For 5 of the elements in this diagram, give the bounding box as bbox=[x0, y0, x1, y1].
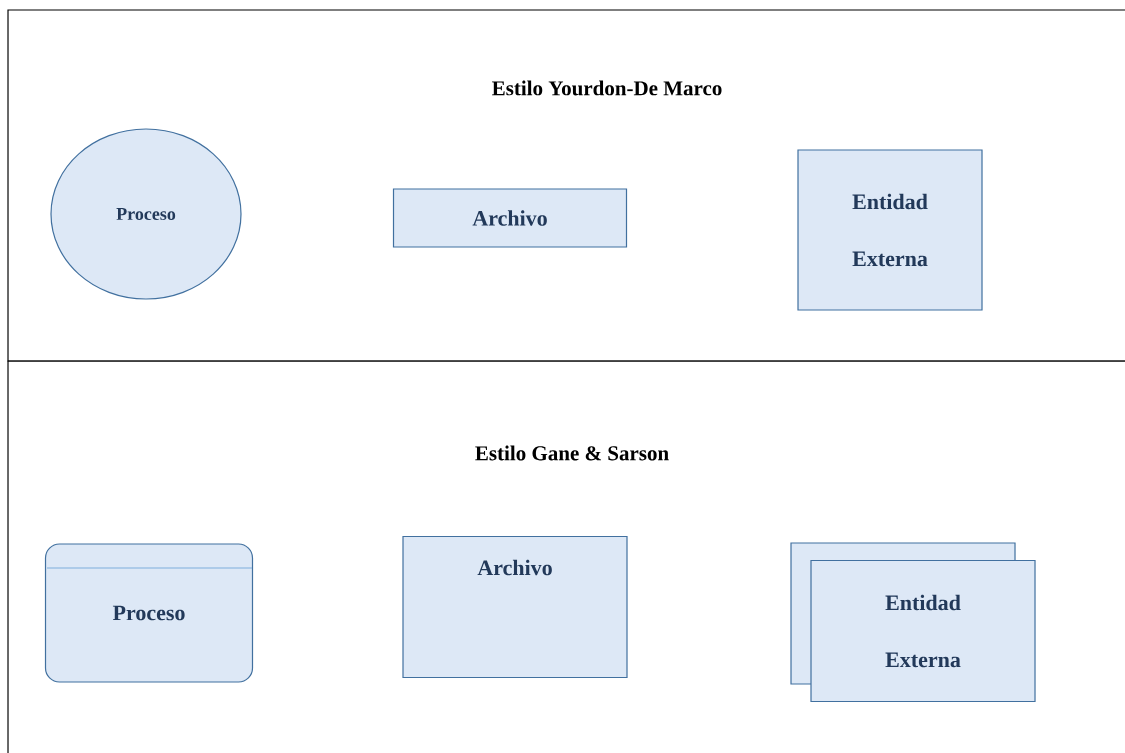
file-box: Archivo bbox=[402, 535, 628, 679]
process-box: Proceso bbox=[44, 543, 254, 683]
entity-box: Entidad Externa bbox=[790, 542, 1036, 703]
box: Entidad Externa bbox=[797, 149, 983, 311]
box: Archivo bbox=[392, 188, 628, 248]
